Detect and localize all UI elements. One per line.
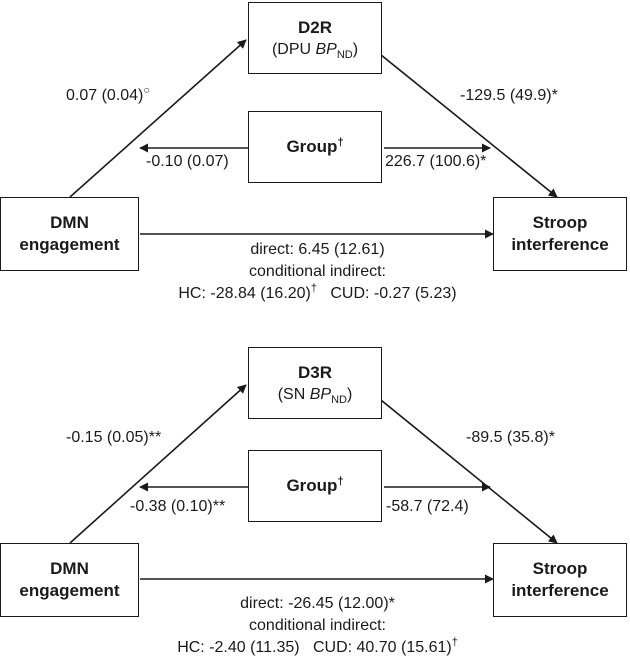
cud-indirect: CUD: -0.27 (5.23) — [330, 285, 457, 302]
direct-effect-2: direct: -26.45 (12.00)* — [240, 595, 395, 612]
path-b-coefficient: -129.5 (49.9)* — [460, 87, 558, 104]
conditional-indirect-values: HC: -28.84 (16.20)† CUD: -0.27 (5.23) — [120, 283, 515, 305]
group-to-outcome-coefficient: 226.7 (100.6)* — [385, 153, 487, 170]
conditional-indirect-values-2: HC: -2.40 (11.35) CUD: 40.70 (15.61)† — [120, 637, 515, 659]
predictor-line1: DMN — [50, 559, 89, 578]
predictor-line2: engagement — [19, 581, 120, 600]
path-a-coefficient-2: -0.15 (0.05)** — [66, 429, 162, 446]
outcome-box-stroop-2: Stroop interference — [493, 543, 627, 617]
conditional-indirect-heading-2: conditional indirect: — [249, 617, 386, 634]
outcome-line2: interference — [511, 235, 609, 254]
arrow-d2r-to-stroop — [359, 37, 558, 198]
path-a-coefficient: 0.07 (0.04)○ — [66, 84, 151, 104]
outcome-line2: interference — [511, 581, 609, 600]
group-to-outcome-coefficient-2: -58.7 (72.4) — [386, 498, 469, 515]
mediator-subtitle: (DPU BPND) — [271, 40, 359, 61]
hc-indirect: HC: -28.84 (16.20)† — [178, 282, 318, 302]
moderator-box-group: Group† — [248, 111, 382, 183]
arrow-dmn-to-d3r — [69, 384, 247, 544]
arrow-dmn-to-d2r — [69, 39, 247, 198]
mediator-title: D2R — [297, 17, 332, 37]
arrow-d3r-to-stroop — [359, 382, 558, 544]
hc-indirect-2: HC: -2.40 (11.35) — [177, 639, 300, 656]
mediator-title: D3R — [297, 362, 332, 382]
path-b-coefficient-2: -89.5 (35.8)* — [466, 429, 555, 446]
moderator-title: Group† — [286, 136, 344, 156]
direct-effect: direct: 6.45 (12.61) — [250, 241, 385, 258]
predictor-line2: engagement — [19, 235, 120, 254]
predictor-line1: DMN — [50, 213, 89, 232]
group-to-predictor-coefficient-2: -0.38 (0.10)** — [130, 498, 226, 515]
predictor-box-dmn-2: DMN engagement — [0, 543, 139, 617]
outcome-line1: Stroop — [532, 213, 588, 232]
group-to-predictor-coefficient: -0.10 (0.07) — [146, 153, 229, 170]
moderator-box-group-2: Group† — [248, 450, 382, 522]
predictor-box-dmn: DMN engagement — [0, 197, 139, 271]
outcome-line1: Stroop — [532, 559, 588, 578]
mediator-box-d2r: D2R (DPU BPND) — [248, 2, 382, 74]
outcome-box-stroop: Stroop interference — [493, 197, 627, 271]
moderator-title: Group† — [286, 475, 344, 495]
mediator-subtitle: (SN BPND) — [277, 385, 353, 406]
cud-indirect-2: CUD: 40.70 (15.61)† — [312, 636, 458, 656]
conditional-indirect-heading: conditional indirect: — [249, 263, 386, 280]
mediator-box-d3r: D3R (SN BPND) — [248, 347, 382, 419]
